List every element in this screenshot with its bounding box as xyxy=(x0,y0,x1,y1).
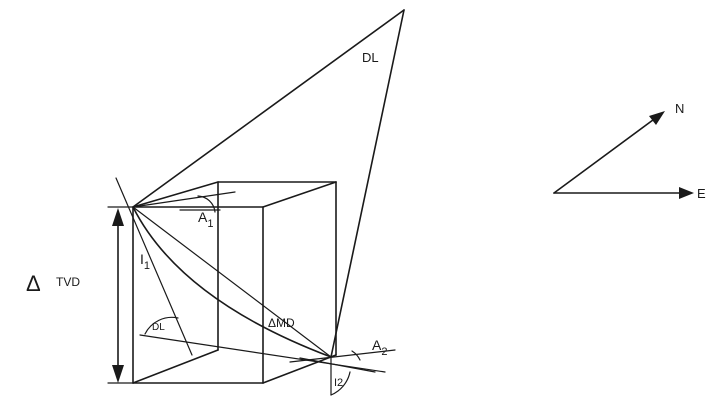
a2-angle-arc xyxy=(351,350,361,361)
a1-subscript: 1 xyxy=(207,218,213,230)
i2-angle-arc xyxy=(330,371,351,396)
compass-rose xyxy=(553,111,694,199)
wellbore-curve xyxy=(132,206,332,358)
dl-angle-arc xyxy=(144,316,179,335)
box-back-face xyxy=(132,181,337,384)
east-label: E xyxy=(697,186,706,201)
box-front-face xyxy=(132,206,264,384)
station-2-tangents xyxy=(139,334,396,396)
dl-angle-label: DL xyxy=(152,322,165,333)
a2-letter: A xyxy=(372,337,382,353)
tvd-label: TVD xyxy=(56,275,80,289)
north-label: N xyxy=(675,101,684,116)
delta-md-label: ΔMD xyxy=(268,316,295,330)
a2-label: A2 xyxy=(372,337,387,358)
dl-top-label: DL xyxy=(362,50,379,65)
i2-label: I2 xyxy=(334,377,343,389)
a1-angle-marker xyxy=(179,195,221,213)
a1-label: A1 xyxy=(198,209,213,230)
delta-symbol: Δ xyxy=(26,271,41,296)
i1-label: I1 xyxy=(140,251,150,272)
i1-letter: I xyxy=(140,251,144,267)
dogleg-triangle xyxy=(132,9,405,358)
a2-subscript: 2 xyxy=(381,346,387,358)
i1-subscript: 1 xyxy=(144,260,150,272)
a1-letter: A xyxy=(198,209,208,225)
tvd-arrow xyxy=(107,206,134,384)
